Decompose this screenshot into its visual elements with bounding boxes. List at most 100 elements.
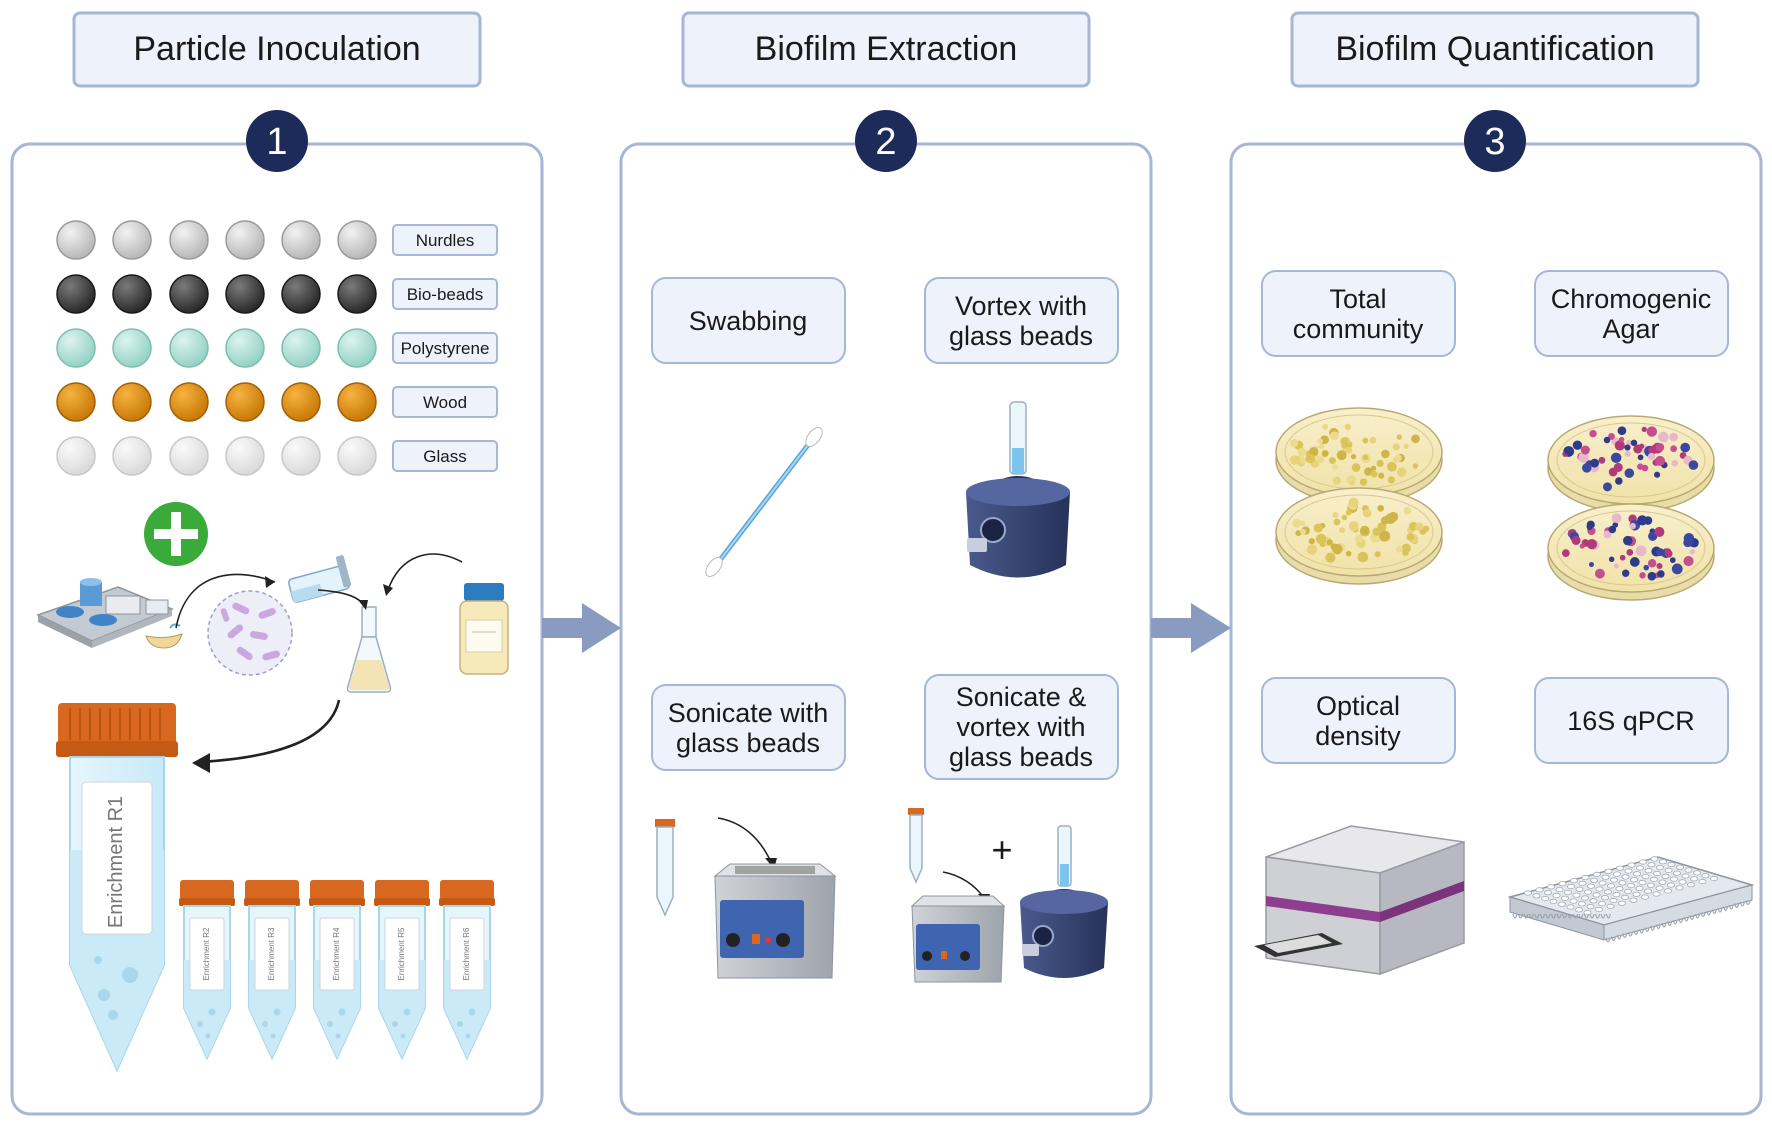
particle-polystyrene-bead [225,328,265,368]
particle-bio-beads-bead [56,274,96,314]
svg-text:Chromogenic: Chromogenic [1551,284,1712,314]
svg-text:Nurdles: Nurdles [416,231,475,250]
svg-text:vortex with: vortex with [956,712,1085,742]
swab-icon [705,427,823,577]
particle-label-nurdles: Nurdles [392,224,498,256]
step-3-number: 3 [1484,121,1505,163]
particle-glass-bead [169,436,209,476]
step-3-header: Biofilm Quantification [1290,11,1700,88]
plus-sign: + [991,829,1012,870]
plate-reader-icon [1254,825,1465,976]
small-tube-row: Enrichment R2 Enrichment R3 Enrichment R4 E… [179,880,495,1061]
svg-text:Wood: Wood [423,393,467,412]
particle-label-bio-beads: Bio-beads [392,278,498,310]
particle-nurdles-bead [112,220,152,260]
svg-text:16S qPCR: 16S qPCR [1567,706,1695,736]
petri-dish-total-community-icon [1275,407,1443,585]
small-tube-label: Enrichment R5 [397,927,406,980]
treatment-plant-icon [36,578,183,649]
small-falcon-tube: Enrichment R3 [244,880,300,1061]
arrow-1-to-2 [542,603,621,653]
particle-bio-beads-bead [337,274,377,314]
particle-polystyrene-bead [337,328,377,368]
svg-text:glass beads: glass beads [676,728,820,758]
method-16s-qpcr: 16S qPCR [1534,677,1729,764]
small-falcon-tube: Enrichment R2 [179,880,235,1061]
method-sonicate-vortex: Sonicate & vortex with glass beads [924,674,1119,780]
particle-grid [56,220,377,476]
pcr-plate-icon [1507,856,1755,943]
svg-text:Glass: Glass [423,447,466,466]
particle-bio-beads-bead [112,274,152,314]
small-tube-label: Enrichment R4 [332,927,341,980]
method-chromogenic-agar: Chromogenic Agar [1534,270,1729,357]
method-total-community: Total community [1261,270,1456,357]
step-1-title: Particle Inoculation [133,30,420,68]
svg-text:glass beads: glass beads [949,321,1093,351]
svg-text:density: density [1315,721,1401,751]
step-3-badge: 3 [1464,110,1526,172]
particle-label-glass: Glass [392,440,498,472]
particle-polystyrene-bead [169,328,209,368]
sonicate-arrow [717,817,772,863]
particle-label-polystyrene: Polystyrene [392,332,498,364]
step-2-header: Biofilm Extraction [681,11,1091,88]
flow-arrows-panel-1 [175,553,463,773]
petri-dish-chromogenic-icon [1547,415,1715,601]
svg-text:glass beads: glass beads [949,742,1093,772]
svg-text:Sonicate &: Sonicate & [956,682,1087,712]
media-bottle-icon [459,583,509,675]
particle-nurdles-bead [169,220,209,260]
falcon-tube-small-icon [655,819,675,917]
svg-text:Vortex with: Vortex with [955,291,1087,321]
svg-text:Agar: Agar [1602,314,1659,344]
step-2-title: Biofilm Extraction [755,30,1018,68]
small-falcon-tube: Enrichment R5 [374,880,430,1061]
pouring-cylinder-icon [288,555,352,604]
svg-text:Sonicate with: Sonicate with [668,698,829,728]
particle-polystyrene-bead [112,328,152,368]
particle-bio-beads-bead [225,274,265,314]
particle-wood-bead [337,382,377,422]
svg-text:Bio-beads: Bio-beads [407,285,484,304]
particle-bio-beads-bead [281,274,321,314]
arrow-2-to-3 [1151,603,1231,653]
step-1-number: 1 [266,121,287,163]
small-tube-label: Enrichment R2 [202,927,211,980]
svg-text:Polystyrene: Polystyrene [401,339,490,358]
vortex-mixer-small-icon [1020,825,1108,978]
small-tube-label: Enrichment R6 [462,927,471,980]
particle-nurdles-bead [337,220,377,260]
green-plus-icon [144,502,208,566]
step-3-title: Biofilm Quantification [1335,30,1654,68]
svg-text:Swabbing: Swabbing [689,306,808,336]
particle-wood-bead [56,382,96,422]
particle-wood-bead [112,382,152,422]
small-falcon-tube: Enrichment R4 [309,880,365,1061]
particle-wood-bead [225,382,265,422]
svg-text:Optical: Optical [1316,691,1400,721]
particle-label-wood: Wood [392,386,498,418]
falcon-tube-small-icon-2 [908,808,924,884]
particle-bio-beads-bead [169,274,209,314]
particle-polystyrene-bead [281,328,321,368]
small-tube-label: Enrichment R3 [267,927,276,980]
particle-glass-bead [225,436,265,476]
particle-nurdles-bead [281,220,321,260]
sonicator-icon [713,863,837,979]
large-tube-label: Enrichment R1 [105,796,127,928]
particle-nurdles-bead [56,220,96,260]
method-vortex: Vortex with glass beads [924,277,1119,364]
method-optical-density: Optical density [1261,677,1456,764]
bacteria-icon [207,590,293,676]
method-sonicate: Sonicate with glass beads [651,684,846,771]
small-falcon-tube: Enrichment R6 [439,880,495,1061]
particle-glass-bead [112,436,152,476]
sonicator-small-icon [910,895,1006,983]
method-swabbing: Swabbing [651,277,846,364]
particle-wood-bead [169,382,209,422]
particle-nurdles-bead [225,220,265,260]
svg-text:community: community [1293,314,1424,344]
step-2-badge: 2 [855,110,917,172]
